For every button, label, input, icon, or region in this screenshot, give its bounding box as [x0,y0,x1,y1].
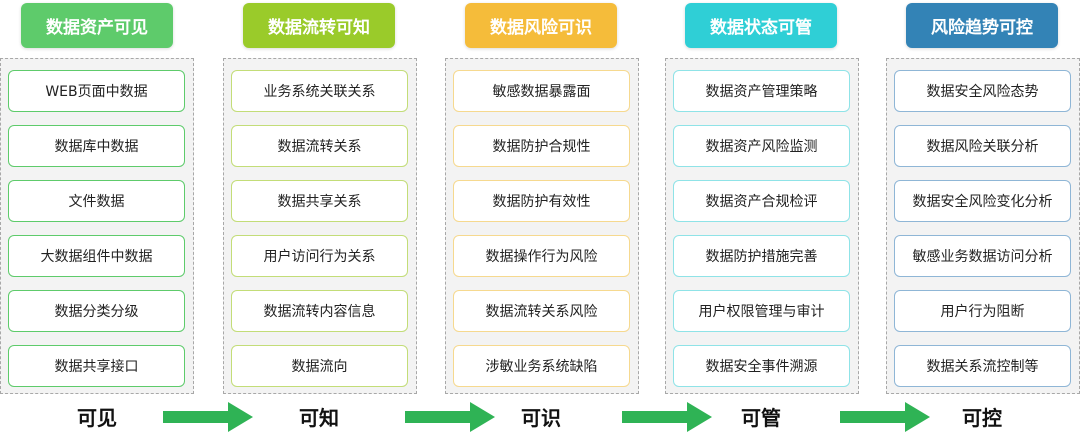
footer-label-manageable: 可管 [741,405,781,430]
right-arrow-icon [163,402,253,432]
list-item: 敏感业务数据访问分析 [894,235,1071,277]
list-item: 数据安全风险态势 [894,70,1071,112]
list-item: 用户访问行为关系 [231,235,408,277]
footer-label-controllable: 可控 [962,405,1002,430]
header-data-asset-visible: 数据资产可见 [21,3,173,48]
list-item: 文件数据 [8,180,185,222]
list-item: WEB页面中数据 [8,70,185,112]
list-item: 数据关系流控制等 [894,345,1071,387]
list-item: 大数据组件中数据 [8,235,185,277]
panel-data-status-manageable: 数据资产管理策略 数据资产风险监测 数据资产合规检评 数据防护措施完善 用户权限… [665,58,859,394]
list-item: 数据防护合规性 [453,125,630,167]
panel-data-risk-identifiable: 敏感数据暴露面 数据防护合规性 数据防护有效性 数据操作行为风险 数据流转关系风… [445,58,639,394]
list-item: 数据安全事件溯源 [673,345,850,387]
list-item: 数据流转内容信息 [231,290,408,332]
panel-data-flow-knowable: 业务系统关联关系 数据流转关系 数据共享关系 用户访问行为关系 数据流转内容信息… [223,58,417,394]
list-item: 用户权限管理与审计 [673,290,850,332]
list-item: 数据流向 [231,345,408,387]
list-item: 数据共享关系 [231,180,408,222]
header-data-flow-knowable: 数据流转可知 [243,3,395,48]
list-item: 数据资产合规检评 [673,180,850,222]
list-item: 数据分类分级 [8,290,185,332]
right-arrow-icon [405,402,495,432]
header-data-status-manageable: 数据状态可管 [685,3,837,48]
right-arrow-icon [840,402,930,432]
footer-label-identifiable: 可识 [521,405,561,430]
list-item: 数据资产风险监测 [673,125,850,167]
list-item: 数据库中数据 [8,125,185,167]
list-item: 业务系统关联关系 [231,70,408,112]
list-item: 数据资产管理策略 [673,70,850,112]
footer-label-visible: 可见 [77,405,117,430]
panel-risk-trend-controllable: 数据安全风险态势 数据风险关联分析 数据安全风险变化分析 敏感业务数据访问分析 … [886,58,1080,394]
list-item: 数据风险关联分析 [894,125,1071,167]
list-item: 数据流转关系风险 [453,290,630,332]
list-item: 用户行为阻断 [894,290,1071,332]
list-item: 数据操作行为风险 [453,235,630,277]
right-arrow-icon [622,402,712,432]
list-item: 数据防护有效性 [453,180,630,222]
header-data-risk-identifiable: 数据风险可识 [465,3,617,48]
list-item: 数据安全风险变化分析 [894,180,1071,222]
list-item: 数据流转关系 [231,125,408,167]
footer-label-knowable: 可知 [299,405,339,430]
list-item: 敏感数据暴露面 [453,70,630,112]
list-item: 涉敏业务系统缺陷 [453,345,630,387]
list-item: 数据共享接口 [8,345,185,387]
panel-data-asset-visible: WEB页面中数据 数据库中数据 文件数据 大数据组件中数据 数据分类分级 数据共… [0,58,194,394]
header-risk-trend-controllable: 风险趋势可控 [906,3,1058,48]
list-item: 数据防护措施完善 [673,235,850,277]
